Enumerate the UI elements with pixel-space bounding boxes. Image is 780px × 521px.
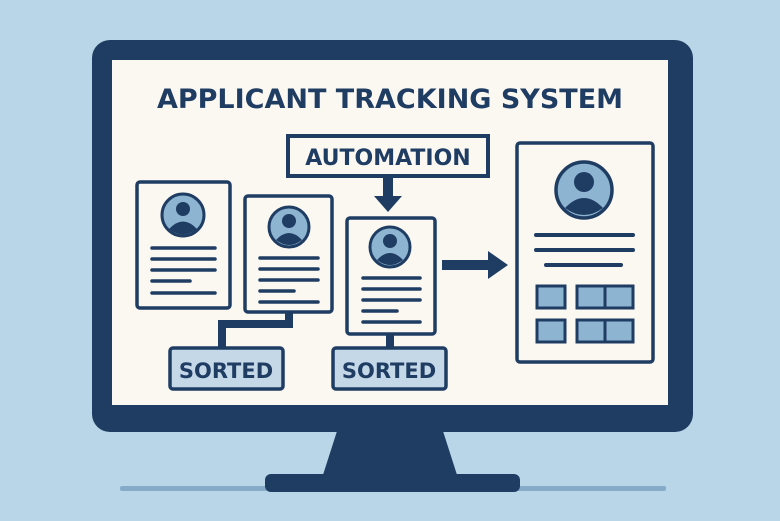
connector-line <box>218 312 293 348</box>
sorted-badge: SORTED <box>168 346 285 391</box>
profile-card-icon <box>515 141 655 364</box>
automation-label: AUTOMATION <box>305 146 470 171</box>
avatar-icon <box>267 205 311 249</box>
automation-box: AUTOMATION <box>286 134 490 178</box>
info-grid <box>535 284 635 344</box>
resume-icon <box>243 194 334 314</box>
avatar-icon <box>160 192 206 238</box>
sorted-label: SORTED <box>179 359 273 383</box>
sorted-label: SORTED <box>342 359 436 383</box>
arrow-right-icon <box>442 251 508 279</box>
resume-icon <box>135 180 232 310</box>
arrow-down-icon <box>374 176 402 212</box>
avatar-icon <box>554 160 614 220</box>
sorted-badge: SORTED <box>331 346 448 391</box>
page-title: APPLICANT TRACKING SYSTEM <box>157 84 623 115</box>
resume-icon <box>345 216 437 336</box>
monitor-stand <box>265 428 520 492</box>
avatar-icon <box>368 225 412 269</box>
